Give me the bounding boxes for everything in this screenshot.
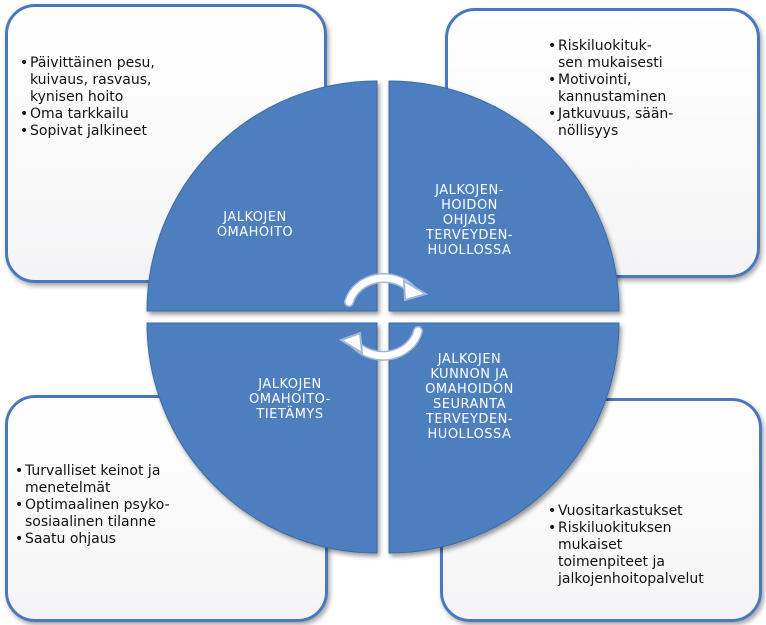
cycle-arrows-icon — [338, 273, 429, 361]
quadrant-bottom-right — [388, 322, 620, 554]
list-item: Riskiluokituksen mukaiset toimenpiteet j… — [548, 520, 758, 588]
quadrant-top-right — [388, 80, 620, 312]
list-item: Vuositarkastukset — [548, 503, 758, 520]
list-item: Saatu ohjaus — [15, 531, 305, 548]
quadrant-label-bottom-right: JALKOJEN KUNNON JA OMAHOIDON SEURANTA TE… — [425, 352, 514, 442]
list-top-left: Päivittäinen pesu, kuivaus, rasvaus, kyn… — [20, 55, 280, 140]
quadrant-label-top-right: JALKOJEN- HOIDON OHJAUS TERVEYDEN- HUOLL… — [425, 183, 514, 258]
list-item: Oma tarkkailu — [20, 106, 280, 123]
list-item: Riskiluokituk- sen mukaisesti — [548, 38, 753, 72]
list-item: Päivittäinen pesu, kuivaus, rasvaus, kyn… — [20, 55, 280, 106]
list-bottom-left: Turvalliset keinot ja menetelmät Optimaa… — [15, 463, 305, 548]
list-item: Optimaalinen psyko- sosiaalinen tilanne — [15, 497, 305, 531]
list-item: Jatkuvuus, sään- nöllisyys — [548, 106, 753, 140]
list-item: Turvalliset keinot ja menetelmät — [15, 463, 305, 497]
list-bottom-right: Vuositarkastukset Riskiluokituksen mukai… — [548, 503, 758, 588]
quadrant-label-top-left: JALKOJEN OMAHOITO — [216, 210, 294, 240]
quadrant-label-bottom-left: JALKOJEN OMAHOITO- TIETÄMYS — [249, 377, 331, 422]
list-item: Motivointi, kannustaminen — [548, 72, 753, 106]
list-item: Sopivat jalkineet — [20, 123, 280, 140]
list-top-right: Riskiluokituk- sen mukaisesti Motivointi… — [548, 38, 753, 140]
